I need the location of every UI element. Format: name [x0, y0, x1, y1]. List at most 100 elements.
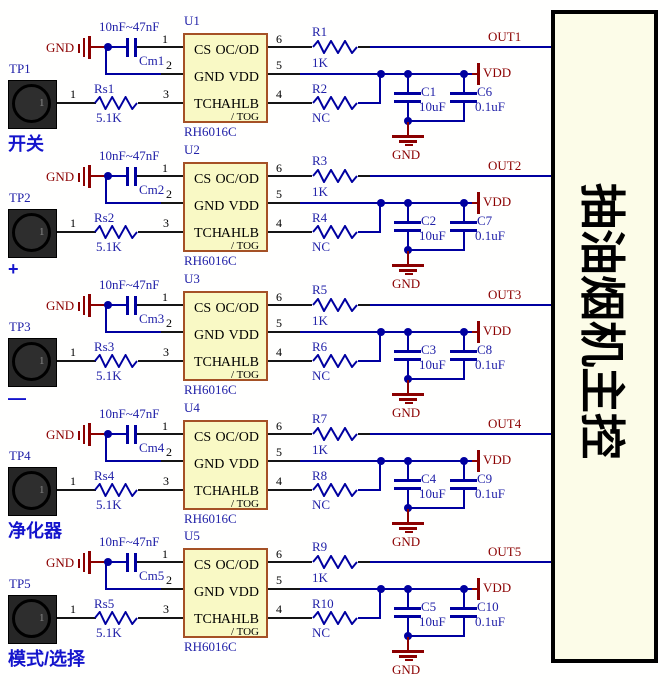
option-resistor-icon	[312, 224, 358, 241]
bypass-cap-name: C7	[477, 213, 493, 228]
bulk-cap-plate	[394, 358, 421, 361]
touch-pad-circle-icon	[12, 342, 51, 381]
touch-ic: CS OC/OD GND VDD TCH AHLB / TOG	[183, 548, 268, 638]
touch-pad-circle-icon	[12, 84, 51, 123]
coupling-cap-plate	[134, 38, 137, 57]
wire	[105, 305, 107, 332]
pin4-wire	[268, 231, 312, 233]
gnd-port-wire	[91, 433, 105, 435]
vdd-port-icon	[477, 321, 480, 343]
wire	[105, 176, 107, 203]
touch-pad: 1	[8, 467, 57, 516]
pin-number-6: 6	[276, 161, 282, 175]
gnd-port-icon	[88, 423, 91, 446]
coupling-cap-range-label: 10nF~47nF	[99, 148, 160, 163]
bypass-cap-name: C9	[477, 471, 493, 486]
bypass-cap-plate	[450, 100, 477, 103]
vdd-port-icon	[477, 63, 480, 85]
channel-function-label: +	[8, 259, 19, 279]
touch-pad: 1	[8, 595, 57, 644]
touch-channel: 10nF~47nF GND Cm1 1 2 TP1 1 1 Rs1 5.1K 3…	[0, 0, 552, 162]
bulk-cap-plate	[394, 350, 421, 353]
pin5-wire	[268, 331, 300, 333]
wire	[105, 460, 161, 462]
bulk-cap-lead	[407, 75, 409, 92]
pin1-wire	[137, 175, 183, 177]
touch-ic: CS OC/OD GND VDD TCH AHLB / TOG	[183, 33, 268, 123]
bulk-cap-plate	[394, 615, 421, 618]
earth-gnd-label: GND	[392, 534, 421, 549]
bypass-cap-lead	[463, 490, 465, 509]
touch-ic: CS OC/OD GND VDD TCH AHLB / TOG	[183, 162, 268, 252]
gnd-port-wire	[91, 561, 105, 563]
ic-designator: U4	[184, 400, 200, 415]
vdd-port-label: VDD	[483, 65, 512, 80]
coupling-cap-plate	[134, 425, 137, 444]
gnd-port-wire	[91, 304, 105, 306]
pin6-wire	[268, 175, 312, 177]
pin-number-2: 2	[166, 573, 172, 587]
ic-designator: U1	[184, 13, 200, 28]
ic-pin-vdd-label: VDD	[228, 328, 259, 343]
out-net-label: OUT4	[488, 416, 522, 431]
junction-dot	[404, 70, 412, 78]
out-resistor-value: 1K	[312, 184, 328, 199]
bulk-cap-plate	[394, 229, 421, 232]
ic-part-number: RH6016C	[184, 253, 237, 268]
out-resistor-icon	[312, 168, 358, 185]
ic-designator: U5	[184, 528, 200, 543]
series-resistor-icon	[94, 482, 138, 499]
pin5-wire	[268, 460, 300, 462]
gnd-port-label: GND	[46, 169, 75, 184]
out-resistor-value: 1K	[312, 442, 328, 457]
junction-dot	[404, 375, 412, 383]
pad-wire	[57, 360, 96, 362]
touch-ic: CS OC/OD GND VDD TCH AHLB / TOG	[183, 420, 268, 510]
pin1-wire	[137, 433, 183, 435]
junction-dot	[377, 328, 385, 336]
earth-gnd-icon	[399, 655, 417, 658]
earth-gnd-label: GND	[392, 276, 421, 291]
coupling-cap-name: Cm1	[139, 53, 165, 68]
pin6-wire	[268, 46, 312, 48]
wire	[105, 202, 161, 204]
coupling-cap-name: Cm3	[139, 311, 165, 326]
ic-pin-ahlb-label: AHLB	[220, 355, 259, 370]
vdd-port-icon	[477, 192, 480, 214]
series-resistor-name: Rs3	[94, 339, 115, 354]
channel-function-label: 净化器	[8, 521, 62, 541]
vdd-port-wire	[472, 73, 478, 75]
vdd-rail-wire	[300, 73, 472, 75]
main-controller-block: 抽油烟机主控	[551, 10, 658, 663]
bulk-cap-lead	[407, 333, 409, 350]
junction-dot	[104, 172, 112, 180]
touch-channel: 10nF~47nF GND Cm2 1 2 TP2 1 1 Rs2 5.1K 3…	[0, 129, 552, 291]
wire	[105, 562, 107, 589]
ic-part-number: RH6016C	[184, 639, 237, 654]
junction-dot	[404, 328, 412, 336]
wire	[105, 588, 161, 590]
coupling-cap-name: Cm5	[139, 568, 165, 583]
gnd-port-icon	[83, 167, 85, 186]
option-resistor-name: R10	[312, 596, 334, 611]
touch-pad-pin-number: 1	[39, 612, 45, 624]
pin-number-5: 5	[276, 187, 282, 201]
series-resistor-icon	[94, 353, 138, 370]
option-resistor-icon	[312, 95, 358, 112]
gnd-port-icon	[83, 38, 85, 57]
out-net-wire	[370, 561, 551, 563]
ic-pin-tog-label: / TOG	[230, 111, 259, 123]
ic-pin-tog-label: / TOG	[230, 240, 259, 252]
bulk-cap-plate	[394, 92, 421, 95]
bulk-cap-lead	[407, 232, 409, 251]
wire	[105, 73, 161, 75]
wire	[105, 331, 161, 333]
cap-gnd-rail	[407, 507, 465, 509]
coupling-cap-range-label: 10nF~47nF	[99, 19, 160, 34]
pin-number-5: 5	[276, 58, 282, 72]
vdd-rail-wire	[300, 460, 472, 462]
pin-number-1: 1	[162, 290, 168, 304]
out-resistor-icon	[312, 426, 358, 443]
touch-pad: 1	[8, 338, 57, 387]
pin-number-3: 3	[163, 602, 169, 616]
